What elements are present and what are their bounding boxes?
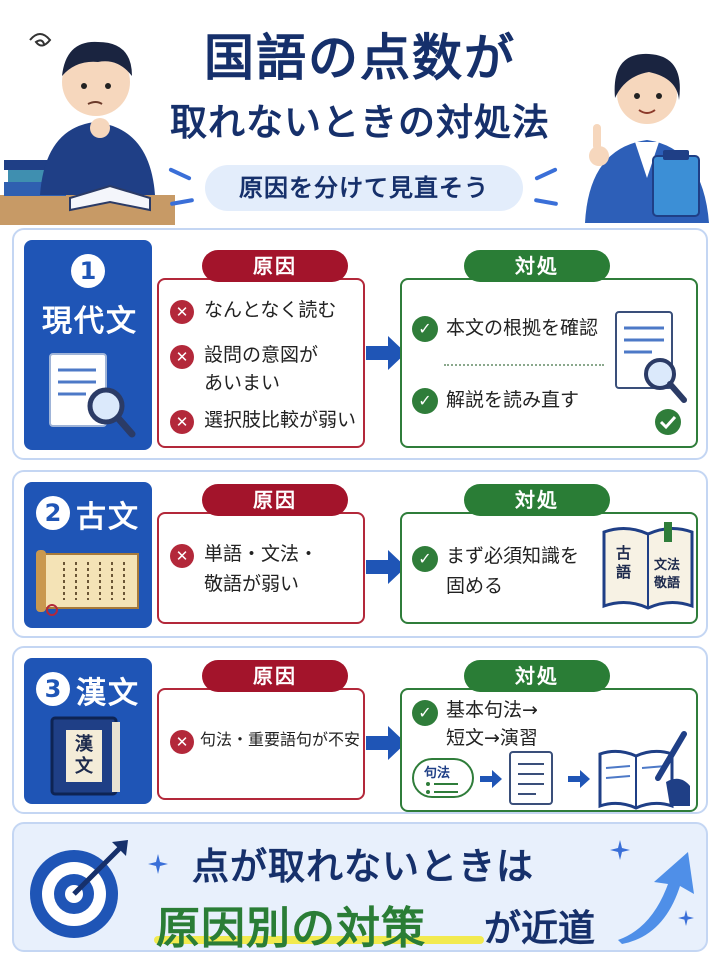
sparkle-icon [610,840,630,860]
cause-item: 単語・文法・ [204,543,319,565]
highlight-underline [154,936,484,944]
section-label-panel: 3 漢文 漢文 [24,658,152,804]
cause-box [157,512,365,624]
section-modern-japanese: 1 現代文 原因 ✕ なんとなく読む ✕ 設問の意図が あいまい ✕ 選択肢比較… [12,228,708,460]
divider [444,364,604,366]
footer-banner: 点が取れないときは 原因別の対策 が近道 [12,822,708,954]
title-line-1: 国語の点数が [204,29,516,87]
arrow-right-icon [366,726,406,760]
upward-arrow-icon [618,852,694,944]
check-icon: ✓ [412,546,438,572]
check-icon: ✓ [412,388,438,414]
footer-line-1: 点が取れないときは [192,845,534,888]
arrow-right-icon [480,770,502,788]
check-icon: ✓ [412,700,438,726]
fix-item: 基本句法→ [446,699,538,721]
cause-item: 句法・重要語句が不安 [200,730,361,749]
fix-item: 短文→演習 [446,727,538,749]
cause-item: 選択肢比較が弱い [204,409,357,431]
footer-emphasis: 原因別の対策 [156,903,426,954]
kanbun-book-icon: 漢文 [48,714,124,798]
x-mark-icon: ✕ [170,410,194,434]
sparkle-icon [678,910,694,926]
header: 国語の点数が 取れないときの対処法 原因を分けて見直そう [0,0,720,225]
fix-item: 解説を読み直す [446,389,580,411]
section-label-panel: 2 古文 [24,482,152,628]
arrow-right-icon [366,336,406,370]
section-kanbun: 3 漢文 漢文 原因 ✕ 句法・重要語句が不安 対処 ✓ 基本句法→ 短文→演習… [12,646,708,814]
book-left-label: 古語 [616,544,632,581]
section-label-panel: 1 現代文 [24,240,152,450]
document-magnifier-icon [615,311,687,435]
fix-tag: 対処 [464,484,610,516]
spark-decoration [533,197,559,207]
arrow-right-icon [366,550,406,584]
cause-item: あいまい [204,372,281,394]
worksheet-icon [509,751,553,805]
x-mark-icon: ✕ [170,544,194,568]
title-line-2: 取れないときの対処法 [170,101,550,144]
step-badge-label: 句法 [424,766,451,781]
book-right-label: 敬語 [654,576,681,591]
target-icon [30,840,128,938]
step-badge: 句法 [412,758,474,798]
cause-item: なんとなく読む [204,299,337,321]
cause-tag: 原因 [202,660,348,692]
section-name: 現代文 [42,304,138,339]
subtitle: 原因を分けて見直そう [205,165,523,211]
section-name: 古文 [76,500,140,535]
cause-item: 敬語が弱い [204,573,300,595]
fix-tag: 対処 [464,660,610,692]
fix-item: まず必須知識を [446,545,580,567]
section-number: 3 [36,672,70,706]
notebook-pen-icon [598,731,690,810]
document-magnifier-icon [49,353,136,438]
x-mark-icon: ✕ [170,730,194,754]
open-book-icon: 古語 文法 敬語 [600,522,696,614]
book-right-label: 文法 [654,558,681,573]
worried-student-illustration [0,33,175,225]
arrow-right-icon [568,770,590,788]
sparkle-icon [148,854,168,874]
section-name: 漢文 [76,676,140,711]
fix-item: 本文の根拠を確認 [446,317,599,339]
cause-tag: 原因 [202,250,348,282]
section-number: 2 [36,496,70,530]
fix-tag: 対処 [464,250,610,282]
cause-tag: 原因 [202,484,348,516]
check-icon: ✓ [412,316,438,342]
section-number: 1 [71,254,105,288]
scroll-icon [36,550,139,616]
cause-item: 設問の意図が [204,344,319,366]
spark-decoration [534,167,558,181]
x-mark-icon: ✕ [170,300,194,324]
x-mark-icon: ✕ [170,345,194,369]
teacher-illustration [585,53,709,223]
section-classical-japanese: 2 古文 原因 ✕ 単語・文法・ 敬語が弱い 対処 ✓ まず必須知識を 固める … [12,470,708,638]
footer-line-2: が近道 [484,907,595,950]
fix-item: 固める [446,575,504,597]
book-title: 漢文 [75,734,93,777]
